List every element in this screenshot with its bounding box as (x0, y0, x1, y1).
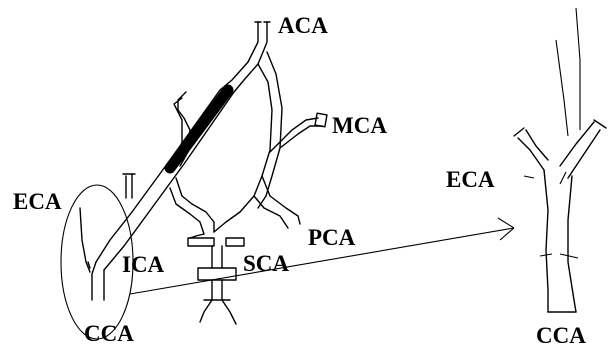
label-eca-left: ECA (13, 190, 62, 213)
label-ica: ICA (122, 253, 164, 276)
label-cca-right: CCA (536, 324, 586, 347)
eca-vessel (126, 174, 132, 198)
label-aca: ACA (278, 14, 328, 37)
label-pca: PCA (308, 226, 355, 249)
label-mca: MCA (332, 114, 387, 137)
right-detail (514, 8, 606, 312)
aca-vessel (248, 22, 267, 64)
label-cca-left: CCA (84, 322, 134, 345)
cca-vessel (92, 262, 104, 300)
label-sca: SCA (243, 252, 289, 275)
label-eca-right: ECA (446, 168, 495, 191)
